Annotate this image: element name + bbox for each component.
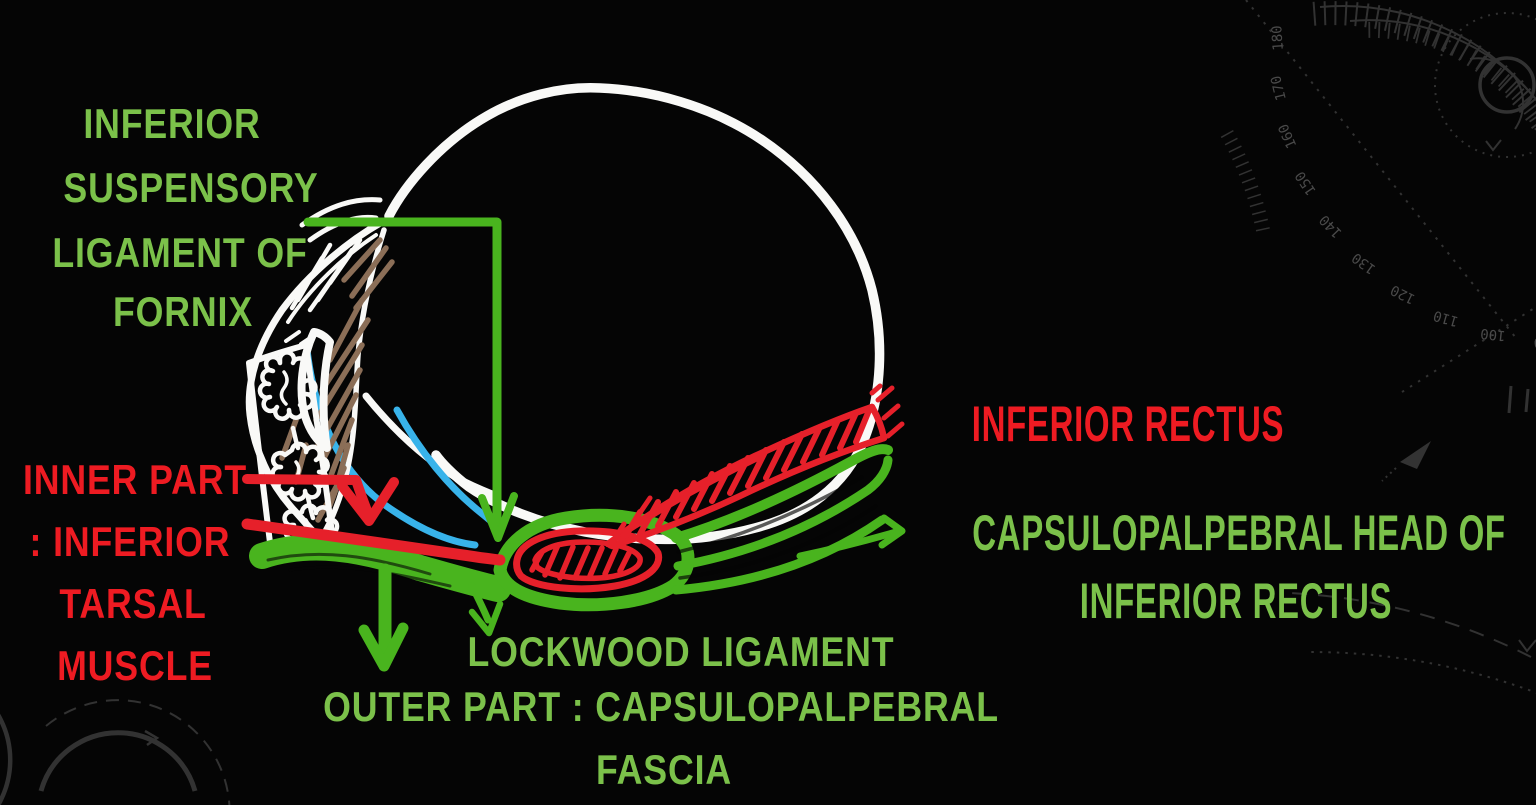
inner-part-leader-arrow (242, 474, 399, 526)
label-inner-part-line-2: : INFERIOR (29, 518, 231, 565)
conjunctiva-fornix-lines (303, 346, 505, 549)
label-suspensory-line-4: FORNIX (113, 288, 253, 335)
label-suspensory-line-3: LIGAMENT OF (52, 229, 308, 276)
label-outer-part-line-2: FASCIA (595, 746, 733, 793)
right-arrow-capsulopalpebral-head (796, 514, 906, 560)
inferior-oblique-muscle (513, 527, 663, 593)
degree-label: 110 (1432, 307, 1461, 329)
label-inner-part-line-1: INNER PART (22, 456, 248, 503)
label-suspensory-line-1: INFERIOR (83, 100, 261, 147)
inferior-tarsal-muscle-line (241, 518, 506, 566)
down-arrow-large (358, 563, 409, 672)
down-arrow-small (468, 582, 504, 637)
degree-label: 90 (1533, 333, 1536, 350)
suspensory-ligament-leader-arrow (303, 217, 518, 542)
pupil-highlight (297, 328, 334, 452)
degree-label: 170 (1268, 74, 1290, 102)
compass-circle-decoration (1434, 12, 1536, 158)
inferior-rectus-muscle (604, 383, 905, 550)
label-capsulopalpebral-head-line-1: CAPSULOPALPEBRAL HEAD OF (972, 505, 1506, 561)
capsulopalpebral-fascia-band (249, 444, 893, 612)
iris-hatching (279, 237, 395, 523)
label-inner-part-line-4: MUSCLE (57, 642, 213, 689)
label-outer-part-line-1: OUTER PART : CAPSULOPALPEBRAL (323, 683, 999, 730)
degree-label: 100 (1480, 325, 1507, 344)
label-capsulopalpebral-head-line-2: INFERIOR RECTUS (1079, 573, 1393, 629)
label-inner-part-line-3: TARSAL (59, 580, 207, 627)
dial-bottom-left-decoration (0, 699, 231, 805)
degree-label: 180 (1269, 25, 1287, 51)
cursor-arrow-decoration (1381, 441, 1431, 482)
label-suspensory-line-2: SUSPENSORY (63, 164, 319, 211)
label-inferior-rectus: INFERIOR RECTUS (971, 396, 1285, 452)
label-lockwood-ligament: LOCKWOOD LIGAMENT (467, 628, 895, 675)
